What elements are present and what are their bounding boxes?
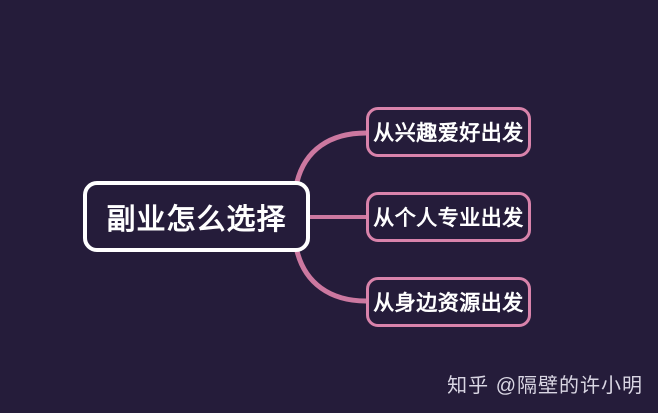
branch-node-label: 从个人专业出发 bbox=[373, 207, 524, 230]
branch-node-interests[interactable]: 从兴趣爱好出发 bbox=[366, 107, 531, 157]
branch-connector-top bbox=[294, 130, 369, 185]
branch-connector-bottom bbox=[294, 248, 369, 304]
branch-node-profession[interactable]: 从个人专业出发 bbox=[366, 192, 531, 242]
branch-node-resources[interactable]: 从身边资源出发 bbox=[366, 277, 531, 327]
central-topic-label: 副业怎么选择 bbox=[106, 203, 287, 236]
branch-node-label: 从身边资源出发 bbox=[373, 292, 524, 315]
central-topic-node[interactable]: 副业怎么选择 bbox=[83, 181, 310, 252]
watermark-text: 知乎 @隔壁的许小明 bbox=[447, 375, 643, 397]
branch-node-label: 从兴趣爱好出发 bbox=[373, 122, 524, 145]
watermark: 知乎 @隔壁的许小明 bbox=[447, 369, 643, 398]
